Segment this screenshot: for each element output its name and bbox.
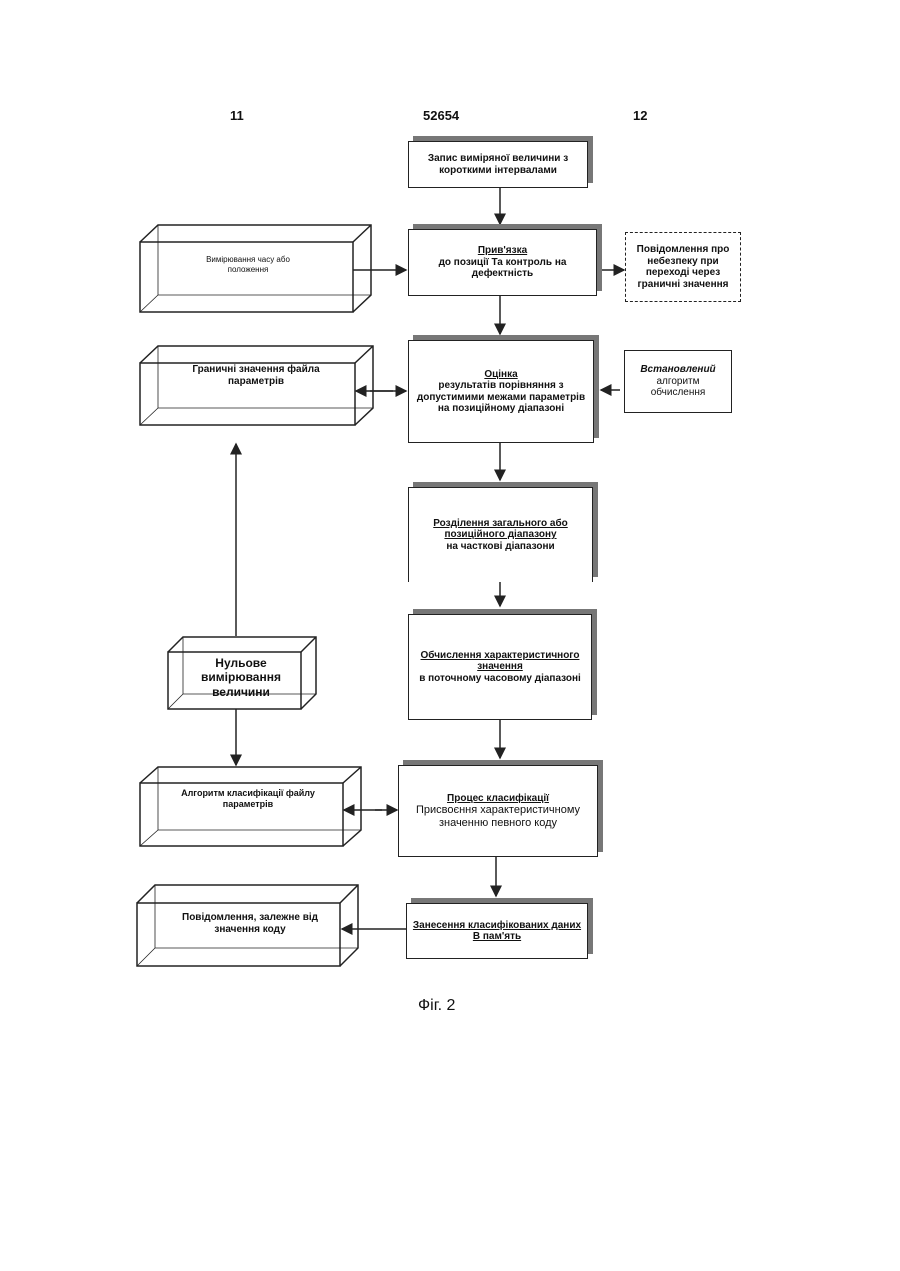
code-message-label: Повідомлення, залежне від значення коду (165, 912, 335, 936)
division-text: на часткові діапазони (446, 541, 554, 553)
record-text: Запис виміряної величини з короткими інт… (413, 153, 583, 176)
zero-measuring-label: Нульове вимірювання величини (186, 656, 296, 699)
evaluation-title: Оцінка (484, 369, 517, 381)
division-box: Розділення загального або позиційного ді… (408, 487, 593, 582)
calculation-box: Обчислення характеристичного значення в … (408, 614, 592, 720)
danger-message-box: Повідомлення про небезпеку при переході … (625, 232, 741, 302)
division-title: Розділення загального або позиційного ді… (413, 518, 588, 541)
evaluation-box: Оцінка результатів порівняння з допустим… (408, 340, 594, 443)
evaluation-text: результатів порівняння з допустимими меж… (413, 380, 589, 415)
algorithm-set-box: Встановлений алгоритм обчислення (624, 350, 732, 413)
binding-box: Прив'язка до позиції Та контроль на дефе… (408, 229, 597, 296)
binding-title: Прив'язка (478, 245, 527, 257)
measuring-label: Вимірювання часу або положення (188, 255, 308, 274)
figure-caption: Фіг. 2 (418, 997, 455, 1015)
class-algorithm-label: Алгоритм класифікації файлу параметрів (172, 788, 324, 810)
calculation-title: Обчислення характеристичного значення (413, 650, 587, 673)
calculation-text: в поточному часовому діапазоні (419, 673, 581, 685)
danger-message-text: Повідомлення про небезпеку при переході … (630, 244, 736, 290)
binding-text: до позиції Та контроль на дефектність (413, 257, 592, 280)
storage-text: Занесення класифікованих даних В пам'ять (411, 920, 583, 943)
algorithm-set-title: Встановлений (640, 364, 715, 376)
algorithm-set-text: алгоритм обчислення (629, 376, 727, 399)
classification-box: Процес класифікації Присвоєння характери… (398, 765, 598, 857)
classification-text: Присвоєння характеристичному значенню пе… (403, 804, 593, 829)
record-box: Запис виміряної величини з короткими інт… (408, 141, 588, 188)
classification-title: Процес класифікації (447, 793, 549, 805)
limits-file-label: Граничні значення файла параметрів (176, 364, 336, 388)
storage-box: Занесення класифікованих даних В пам'ять (406, 903, 588, 959)
